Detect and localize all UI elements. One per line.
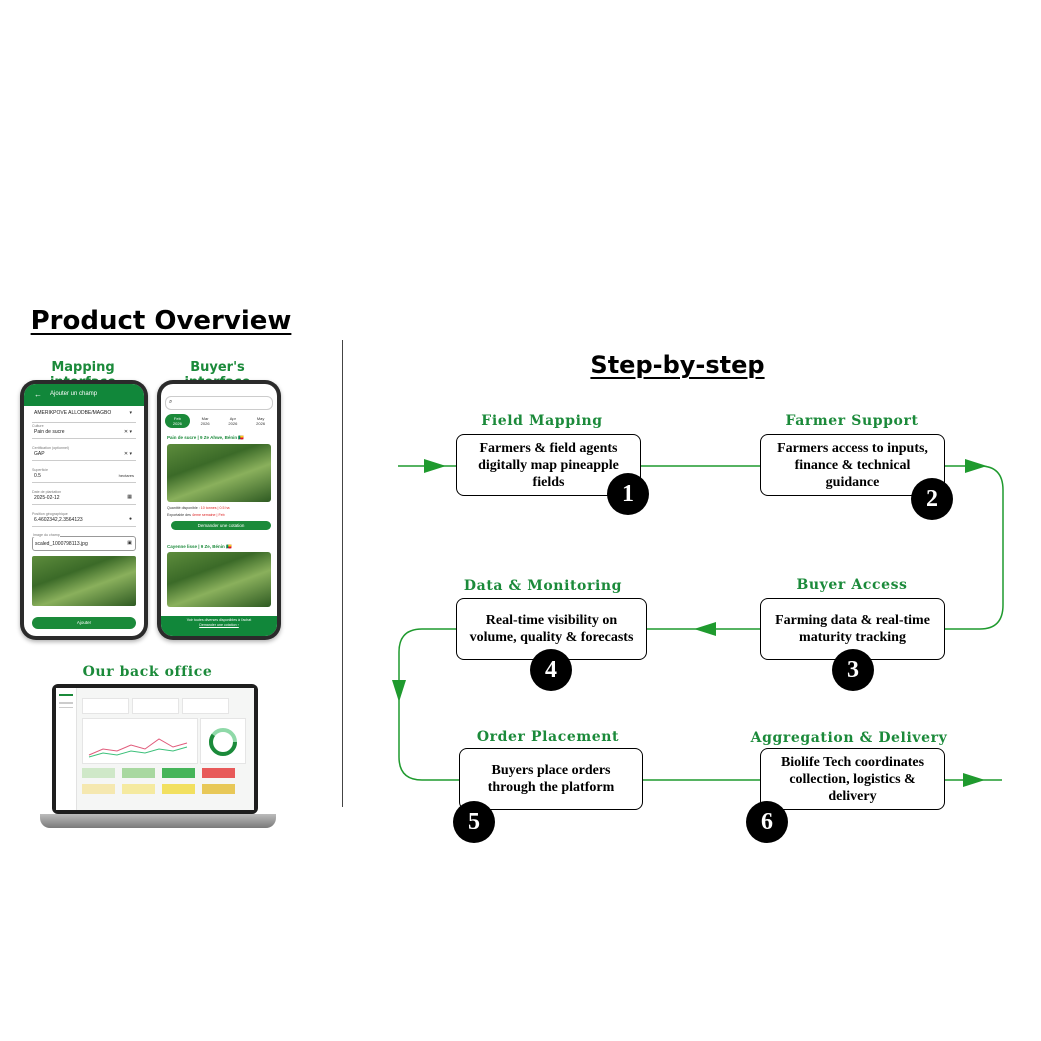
step-4-number: 4 <box>530 649 572 691</box>
card2-title: Cayenne lisse | 9 Ze, Bénin 🇧🇯 <box>167 544 232 549</box>
section-divider <box>342 340 343 807</box>
step-by-step-title: Step-by-step <box>590 351 765 379</box>
arrowhead-right <box>965 459 987 473</box>
step-2-box: Farmers access to inputs,finance & techn… <box>760 434 945 496</box>
arrowhead-right <box>424 459 446 473</box>
backoffice-label: Our back office <box>82 664 213 680</box>
calendar-icon: ▦ <box>127 494 132 500</box>
step-1-label: Field Mapping <box>481 413 603 429</box>
request-quote-button[interactable]: Demander une cotation <box>171 521 271 530</box>
location-pin-icon: ● <box>128 516 132 522</box>
search-input[interactable]: ⌕ <box>165 396 273 410</box>
chevron-down-icon: ✕ ▾ <box>123 451 132 457</box>
back-arrow-icon[interactable]: ← <box>34 390 42 399</box>
backoffice-screen <box>56 688 254 810</box>
card1-quantity: Quantité disponible : 10 tonnes | 0.5 ha <box>167 506 230 510</box>
status-tile <box>202 768 235 778</box>
arrowhead-right <box>963 773 985 787</box>
buyer-footer: Voir toutes diverses disponibles à l'ach… <box>161 616 277 636</box>
backoffice-sidebar <box>56 688 77 810</box>
stat-card <box>182 698 229 714</box>
step-4-label: Data & Monitoring <box>463 578 623 594</box>
chevron-down-icon: ✕ ▾ <box>123 429 132 435</box>
mapping-phone: ← Ajouter un champ AMERIKPOVE ALLODBE/MA… <box>20 380 148 640</box>
donut-chart-card <box>200 718 246 764</box>
mapping-phone-screen: ← Ajouter un champ AMERIKPOVE ALLODBE/MA… <box>24 384 144 636</box>
mapping-phone-header: ← Ajouter un champ <box>24 384 144 406</box>
flow-line-4-5 <box>398 628 459 781</box>
step-3-number: 3 <box>832 649 874 691</box>
field-zone[interactable]: AMERIKPOVE ALLODBE/MAGBO▾ <box>32 408 136 423</box>
field-photo <box>32 556 136 606</box>
status-tile <box>122 784 155 794</box>
card2-photo <box>167 552 271 607</box>
step-2-label: Farmer Support <box>785 413 919 429</box>
card1-photo <box>167 444 271 502</box>
step-5-label: Order Placement <box>476 729 620 745</box>
status-tile <box>122 768 155 778</box>
step-6-number: 6 <box>746 801 788 843</box>
step-5-number: 5 <box>453 801 495 843</box>
line-chart-card <box>82 718 198 764</box>
arrowhead-left <box>694 622 716 636</box>
stat-card <box>132 698 179 714</box>
image-icon: ▣ <box>127 540 132 546</box>
arrowhead-down <box>392 680 406 702</box>
chevron-down-icon: ▾ <box>129 410 132 416</box>
field-certification[interactable]: Certification (optionnel)GAP✕ ▾ <box>32 446 136 461</box>
laptop-screen <box>52 684 258 814</box>
step-1-number: 1 <box>607 473 649 515</box>
product-overview-title: Product Overview <box>30 306 292 336</box>
laptop-base <box>40 814 276 828</box>
card1-title: Pain de sucre | 9 Ze Ahwe, Bénin 🇧🇯 <box>167 435 244 440</box>
mapping-header-title: Ajouter un champ <box>50 391 98 397</box>
card1-export: Exportable des 4eme semaine | Feb <box>167 513 225 517</box>
status-tile <box>162 784 195 794</box>
line-chart <box>88 738 188 758</box>
search-icon: ⌕ <box>169 399 173 405</box>
stat-card <box>82 698 129 714</box>
step-2-number: 2 <box>911 478 953 520</box>
step-3-label: Buyer Access <box>796 577 908 593</box>
status-tile <box>82 784 115 794</box>
flow-line-2-3 <box>944 465 1004 630</box>
donut-chart <box>209 728 237 756</box>
step-6-label: Aggregation & Delivery <box>750 730 948 746</box>
status-tile <box>82 768 115 778</box>
status-tile <box>162 768 195 778</box>
add-field-button[interactable]: Ajouter <box>32 617 136 629</box>
status-tile <box>202 784 235 794</box>
footer-quote-link[interactable]: Demander une cotation › <box>199 623 239 627</box>
